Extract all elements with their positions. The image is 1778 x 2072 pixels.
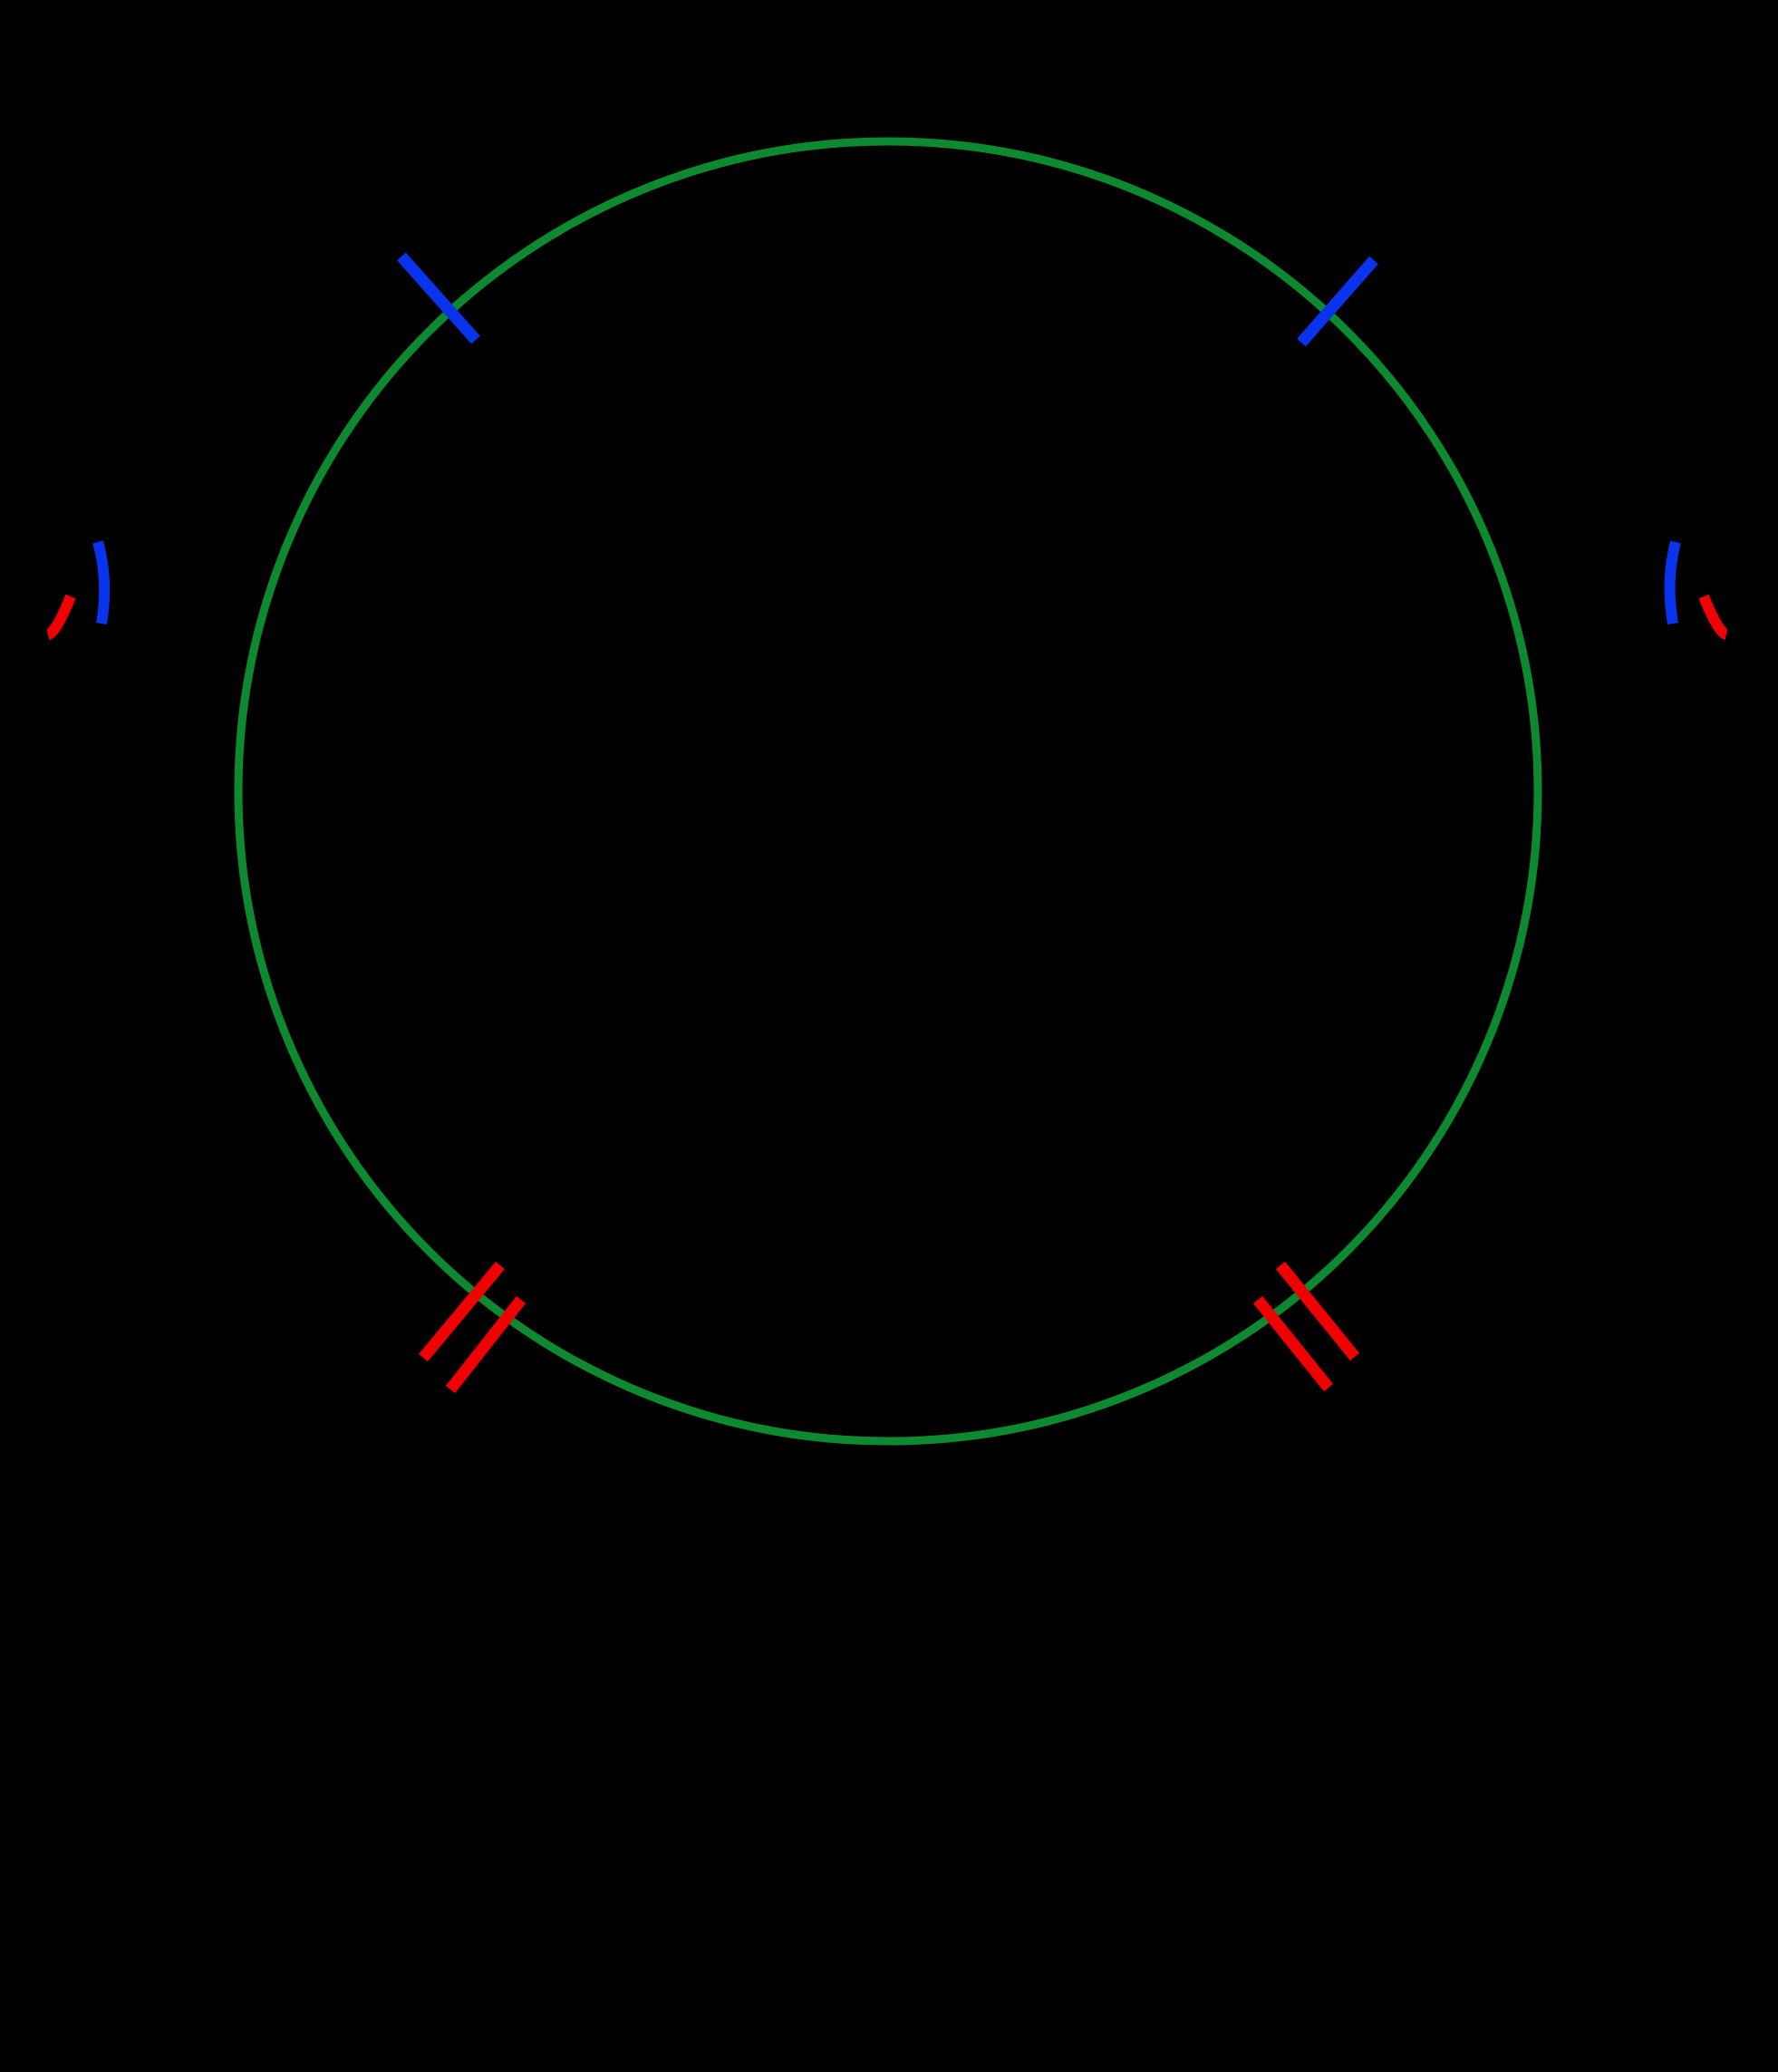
tick-lower-left-double-red-segment-2 bbox=[445, 1295, 527, 1394]
tick-lower-left-double-red bbox=[419, 1261, 527, 1394]
tick-upper-right-single-blue-segment-1 bbox=[1297, 256, 1378, 347]
main-circle bbox=[234, 137, 1542, 1446]
tick-lower-right-double-red bbox=[1252, 1261, 1360, 1392]
tick-upper-left-single-blue-segment-1 bbox=[397, 252, 480, 344]
tick-upper-left-single-blue bbox=[397, 252, 480, 344]
tick-lower-right-double-red-segment-2 bbox=[1252, 1295, 1334, 1392]
angle-arc-left-red bbox=[45, 594, 76, 640]
tick-upper-right-single-blue bbox=[1297, 256, 1378, 347]
angle-arc-left-blue bbox=[92, 540, 111, 625]
angle-arc-right-red bbox=[1698, 594, 1729, 640]
angle-arc-group bbox=[45, 540, 1729, 640]
tick-lower-right-double-red-segment-1 bbox=[1275, 1261, 1360, 1361]
tick-lower-left-double-red-segment-1 bbox=[419, 1261, 505, 1362]
angle-arc-right-blue bbox=[1664, 540, 1681, 625]
tick-mark-group bbox=[397, 252, 1378, 1394]
